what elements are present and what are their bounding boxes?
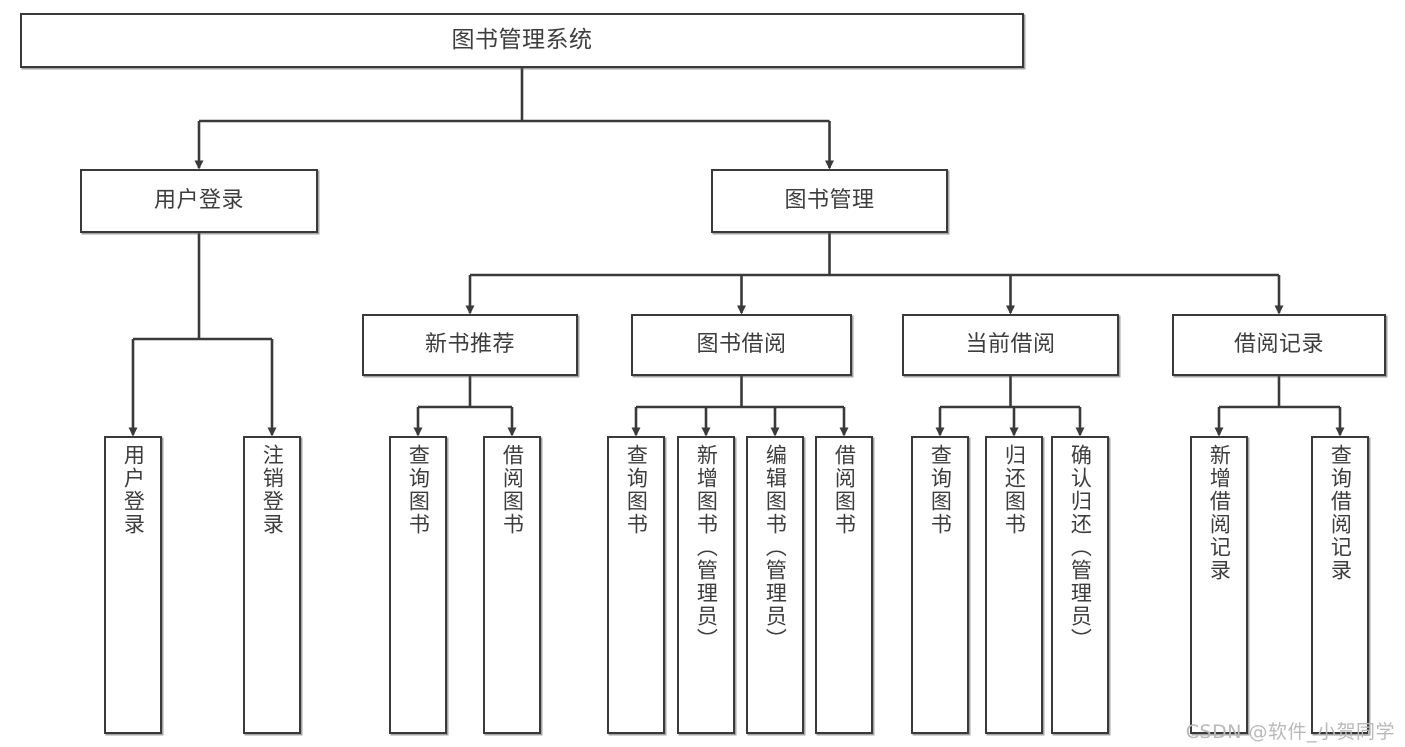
node-leaf-add-borrow-record-label: 新增借阅记录 (1207, 444, 1232, 582)
node-leaf-query-book-1-label: 查询图书 (406, 444, 431, 536)
node-book-borrow[interactable]: 图书借阅 (631, 314, 852, 376)
node-leaf-query-book-2-label: 查询图书 (624, 444, 649, 536)
node-leaf-return-book[interactable]: 归还图书 (985, 436, 1043, 734)
node-leaf-query-book-1[interactable]: 查询图书 (389, 436, 447, 734)
node-root[interactable]: 图书管理系统 (20, 13, 1024, 68)
node-leaf-user-login-label: 用户登录 (121, 444, 146, 536)
node-borrow-record[interactable]: 借阅记录 (1172, 314, 1386, 376)
node-new-book-recommend-label: 新书推荐 (424, 331, 515, 357)
node-book-manage-label: 图书管理 (784, 187, 875, 213)
node-leaf-query-book-3-label: 查询图书 (928, 444, 953, 536)
node-leaf-borrow-book-2-label: 借阅图书 (832, 444, 857, 536)
node-user-login[interactable]: 用户登录 (80, 169, 318, 233)
node-book-borrow-label: 图书借阅 (696, 331, 787, 357)
node-current-borrow[interactable]: 当前借阅 (902, 314, 1119, 376)
node-root-label: 图书管理系统 (451, 26, 593, 53)
node-book-manage[interactable]: 图书管理 (711, 169, 948, 233)
node-leaf-query-book-3[interactable]: 查询图书 (911, 436, 969, 734)
node-leaf-borrow-book-1[interactable]: 借阅图书 (483, 436, 541, 734)
node-leaf-edit-book[interactable]: 编辑图书（管理员） (746, 436, 804, 734)
node-leaf-query-book-2[interactable]: 查询图书 (607, 436, 665, 734)
watermark-label: CSDN @软件_小贺同学 (1185, 721, 1395, 743)
node-leaf-return-book-label: 归还图书 (1002, 444, 1027, 536)
node-leaf-user-logout-label: 注销登录 (260, 444, 285, 536)
node-new-book-recommend[interactable]: 新书推荐 (362, 314, 578, 376)
node-leaf-edit-book-label: 编辑图书（管理员） (763, 444, 788, 651)
node-leaf-borrow-book-1-label: 借阅图书 (500, 444, 525, 536)
node-leaf-add-borrow-record[interactable]: 新增借阅记录 (1190, 436, 1248, 734)
node-leaf-add-book[interactable]: 新增图书（管理员） (677, 436, 735, 734)
node-leaf-user-logout[interactable]: 注销登录 (243, 436, 301, 734)
node-leaf-user-login[interactable]: 用户登录 (104, 436, 162, 734)
node-borrow-record-label: 借阅记录 (1233, 331, 1324, 357)
node-leaf-confirm-return[interactable]: 确认归还（管理员） (1051, 436, 1109, 734)
node-leaf-query-borrow-record[interactable]: 查询借阅记录 (1311, 436, 1369, 734)
node-leaf-borrow-book-2[interactable]: 借阅图书 (815, 436, 873, 734)
node-leaf-query-borrow-record-label: 查询借阅记录 (1328, 444, 1353, 582)
node-current-borrow-label: 当前借阅 (965, 331, 1056, 357)
node-leaf-confirm-return-label: 确认归还（管理员） (1068, 444, 1093, 651)
node-user-login-label: 用户登录 (153, 187, 244, 213)
node-leaf-add-book-label: 新增图书（管理员） (694, 444, 719, 651)
